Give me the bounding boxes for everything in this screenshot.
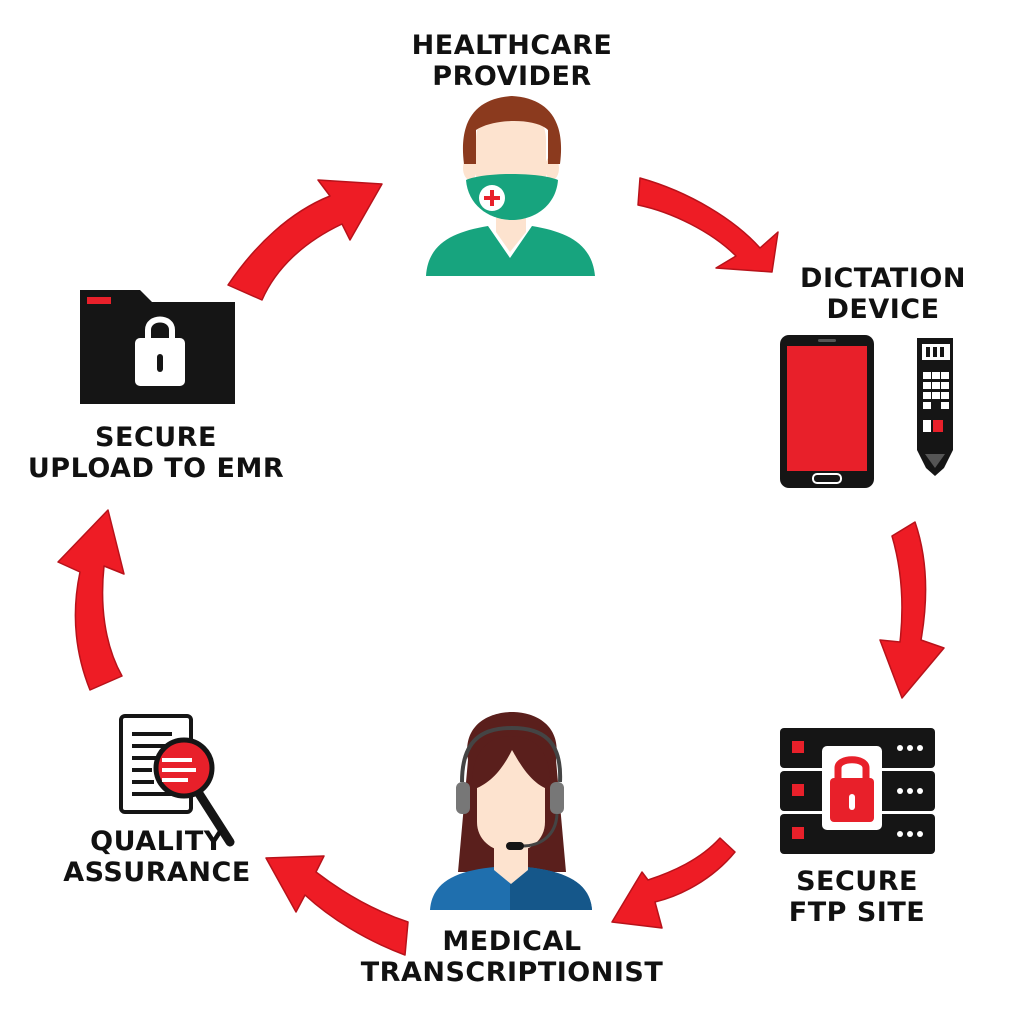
label-dictation-device: DICTATION DEVICE <box>800 263 966 325</box>
label-medical-transcriptionist: MEDICAL TRANSCRIPTIONIST <box>361 926 664 988</box>
label-line: ASSURANCE <box>63 857 251 888</box>
label-quality-assurance: QUALITY ASSURANCE <box>63 826 251 888</box>
headset-woman-icon <box>430 712 592 910</box>
label-line: FTP SITE <box>788 897 926 928</box>
label-line: QUALITY <box>90 826 224 857</box>
arrow-ftp-to-transcriptionist <box>611 837 736 929</box>
label-line: SECURE <box>796 866 918 897</box>
arrow-transcriptionist-to-quality <box>265 855 409 956</box>
label-line: TRANSCRIPTIONIST <box>360 957 664 988</box>
locked-folder-icon <box>80 290 235 404</box>
label-secure-upload-to-emr: SECURE UPLOAD TO EMR <box>28 422 284 484</box>
label-line: HEALTHCARE <box>411 30 613 61</box>
cycle-arrows <box>57 177 945 956</box>
masked-doctor-icon <box>426 96 595 276</box>
label-line: DEVICE <box>826 294 940 325</box>
arrow-dictation-to-ftp <box>879 521 945 699</box>
arrow-upload-to-provider <box>227 179 383 301</box>
arrow-quality-to-upload <box>57 509 125 691</box>
label-line: SECURE <box>95 422 217 453</box>
label-healthcare-provider: HEALTHCARE PROVIDER <box>412 30 613 92</box>
document-magnifier-icon <box>119 714 235 847</box>
label-line: PROVIDER <box>432 61 592 92</box>
label-line: MEDICAL <box>442 926 582 957</box>
label-line: DICTATION <box>800 263 966 294</box>
smartphone-and-recorder-icon <box>780 335 953 488</box>
arrow-provider-to-dictation <box>637 177 779 273</box>
label-line: UPLOAD TO EMR <box>27 453 285 484</box>
locked-server-icon <box>780 728 935 854</box>
label-secure-ftp-site: SECURE FTP SITE <box>789 866 925 928</box>
